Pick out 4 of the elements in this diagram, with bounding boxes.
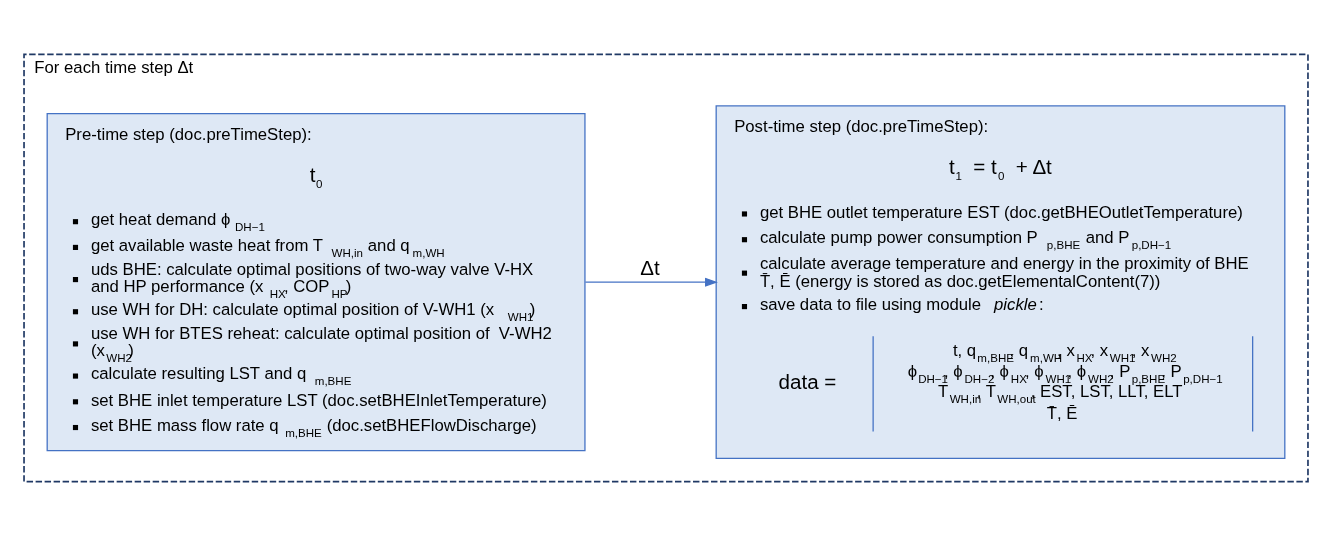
node-box: Pre-time step (doc.preTimeStep): t$_{0}$ get heat demand ϕ$_{DH−1}$ get available waste heat from T$_{WH,in}$ and q$_{m,WH}$ uds BHE: calculate optimal positions of two-way valve V-HX and HP performance (x$_{HX}$, COP$_{HP}$) use WH for DH: calculate optimal position of V-WH1 (x$_{WH1}$) use WH for BTES reheat: calculate optimal position of V-WH2 (x$_{WH2}$) calculate resulting LST and q$_{m,BHE}$ set BHE inlet temperature LST (doc.setBHEInletTemperature) set BHE mass flow rate q$_{m,BHE}$ (doc.setBHEFlowDischarge) xyxy=(46,112,586,451)
edge-label: Δt xyxy=(640,255,660,279)
node-box: Post-time step (doc.preTimeStep): t$_{1}$ = t$_{0}$ + Δt get BHE outlet temperature EST (doc.getBHEOutletTemperature) calculate pump power consumption P$_{p,BHE}$ and P$_{p,DH−1}$ calculate average temperature and energy in the proximity of BHE T̄, Ē (energy is stored as doc.getElementalContent(7)) save data to file using module pickle: data = t, q$_{m,BHE}$, q$_{m,WH}$, x$_{HX}$, x$_{WH1}$, x$_{WH2}$ ϕ$_{DH−1}$, ϕ$_{DH−2}$, ϕ$_{HX}$, ϕ$_{WH1}$, ϕ$_{WH2}$, P$_{p,BHE}$, P$_{p,DH−1}$ T$_{WH,in}$, T$_{WH,out}$, EST, LST, LLT, ELT T̄, Ē xyxy=(715,104,1286,459)
arrow xyxy=(584,277,718,287)
